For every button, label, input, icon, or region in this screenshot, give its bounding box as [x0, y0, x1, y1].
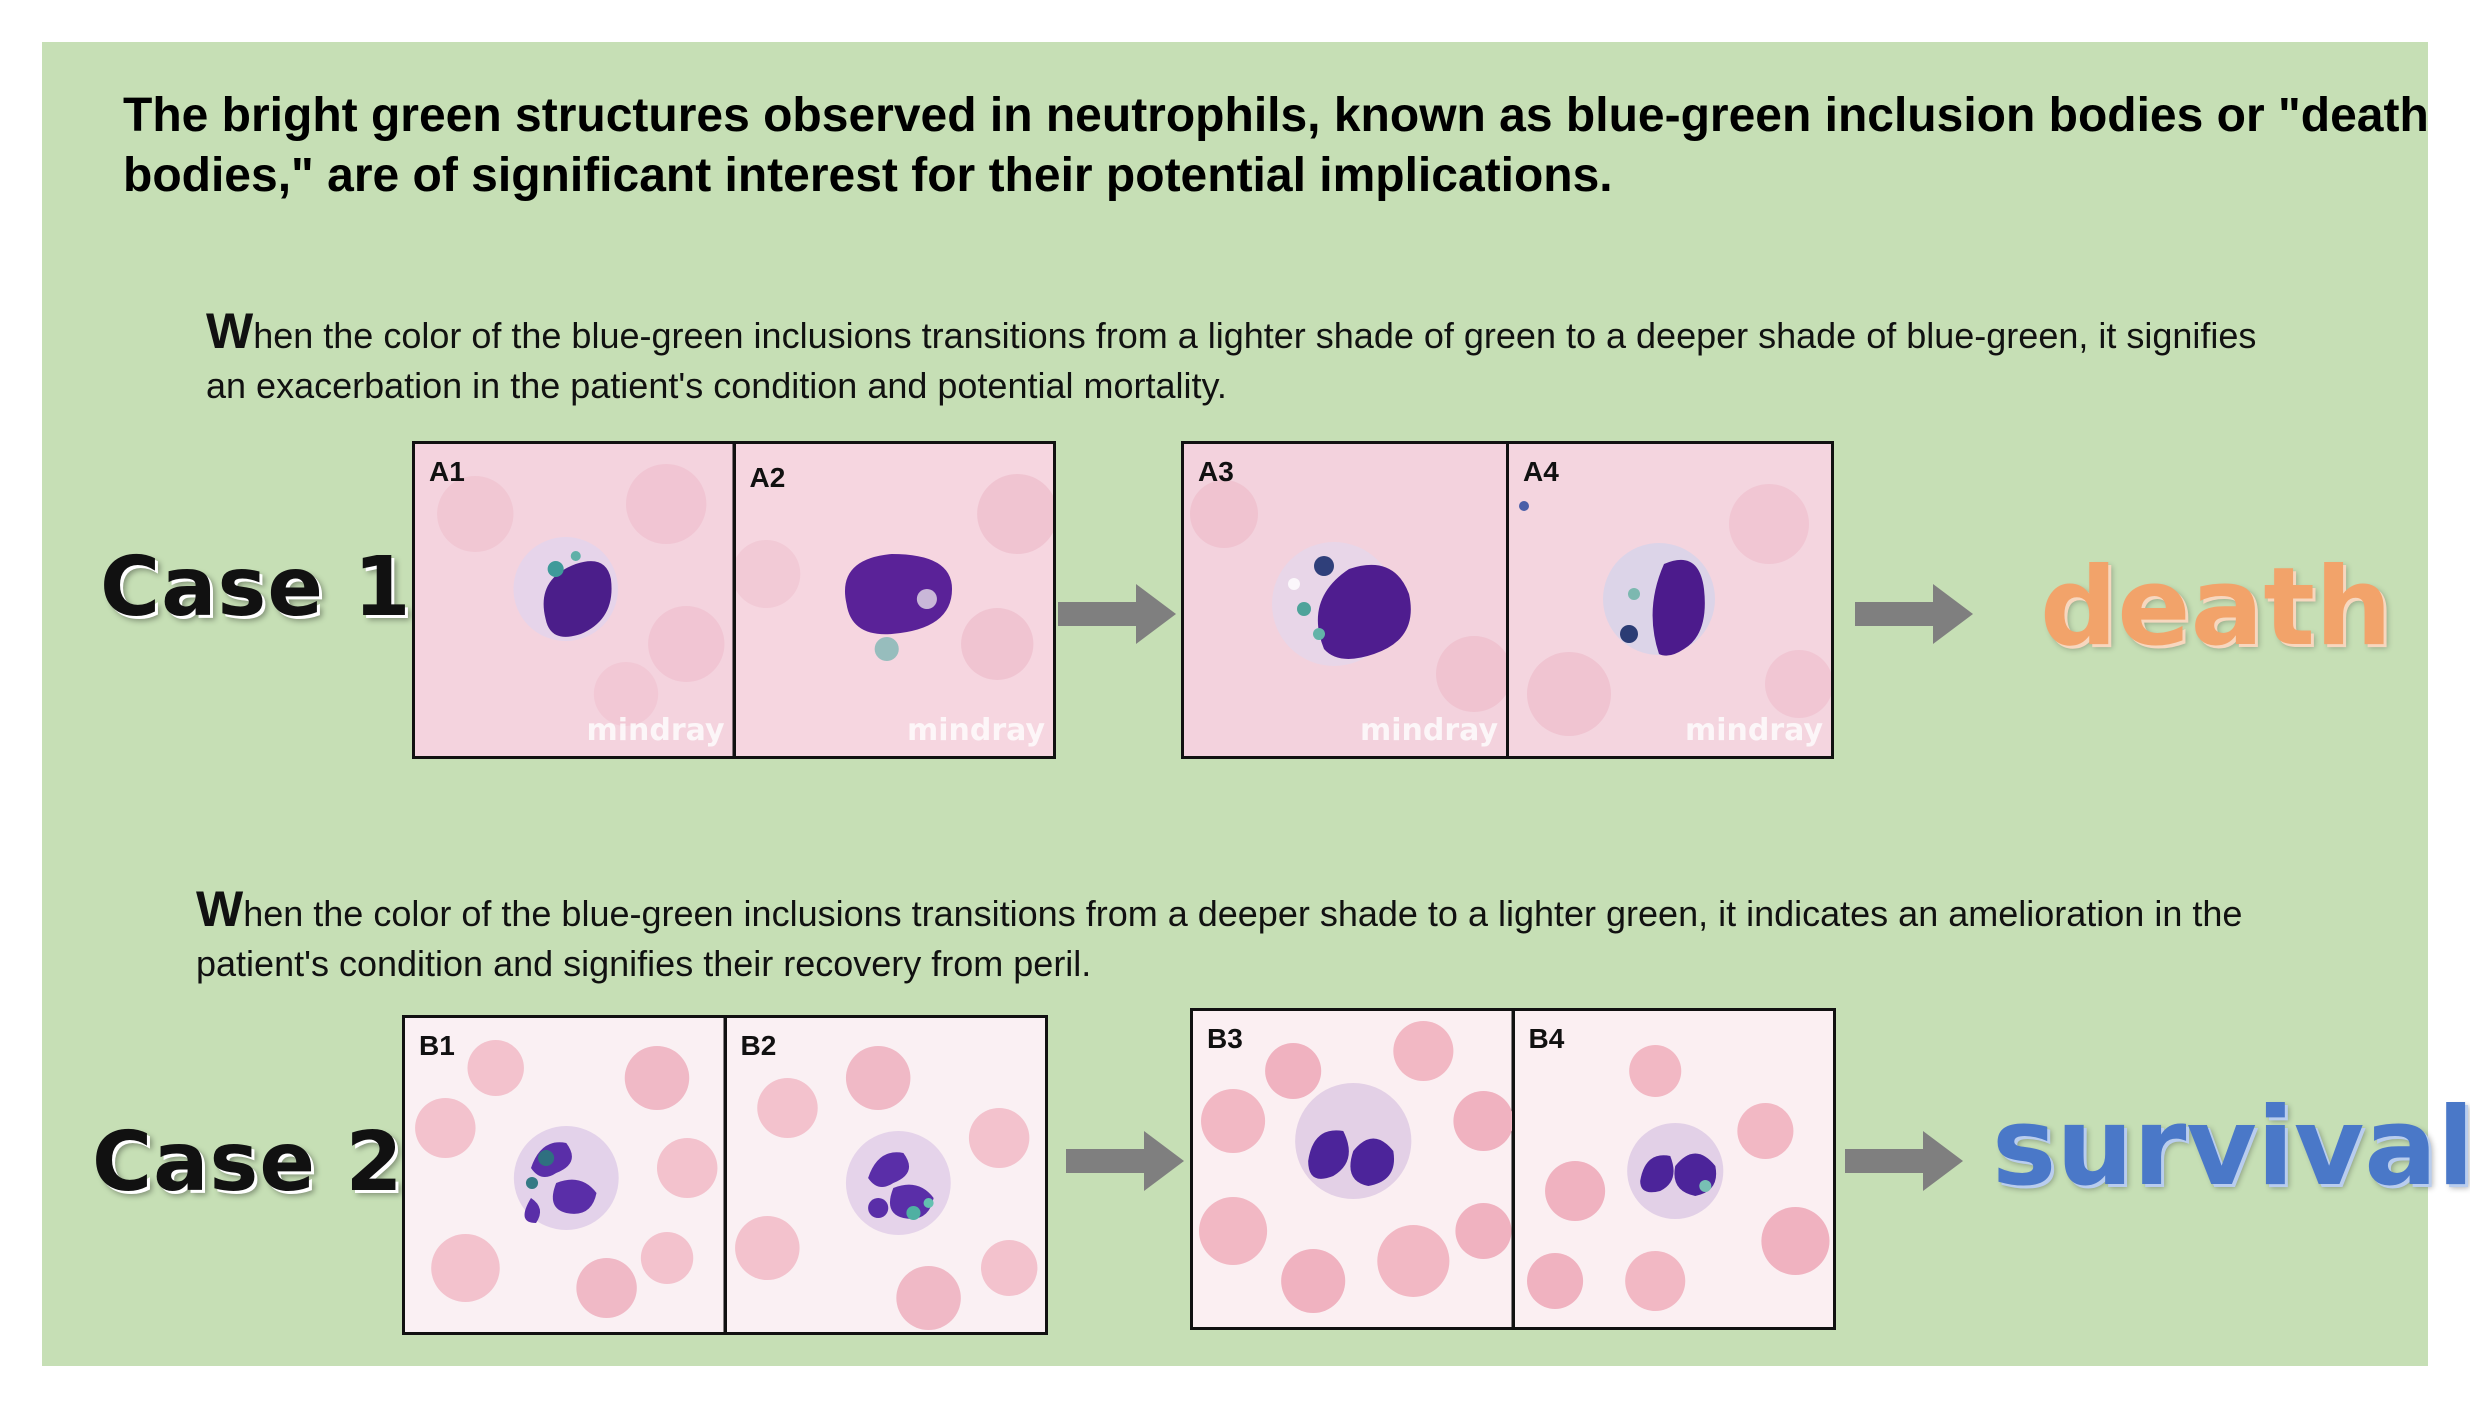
panel-a3: A3 mindray [1184, 444, 1506, 756]
case1-description: When the color of the blue-green inclusi… [206, 306, 2306, 411]
smear-a2-image [735, 444, 1053, 756]
case2-description-initial: W [196, 881, 244, 937]
smear-a3-image [1184, 444, 1506, 756]
panel-a4: A4 mindray [1509, 444, 1831, 756]
case2-outcome: survival [1992, 1085, 2470, 1210]
panel-b2: B2 [726, 1018, 1045, 1332]
case1-image-group-1: A1 mindray A2 mindray [412, 441, 1056, 759]
slide-heading: The bright green structures observed in … [123, 89, 2429, 202]
case1-description-text: hen the color of the blue-green inclusio… [206, 315, 2257, 406]
panel-a2-watermark: mindray [906, 713, 1045, 748]
case1-arrow-2 [1855, 584, 1973, 644]
panel-b4-label: B4 [1528, 1023, 1565, 1054]
panel-b2-label: B2 [740, 1030, 777, 1061]
panel-b1-label: B1 [419, 1030, 455, 1061]
panel-a2: A2 mindray [735, 444, 1053, 756]
smear-a4-image [1509, 444, 1831, 756]
panel-b3-label: B3 [1207, 1023, 1243, 1054]
case2-description: When the color of the blue-green inclusi… [196, 884, 2296, 989]
case1-arrow-1 [1058, 584, 1176, 644]
smear-b1-image [405, 1018, 724, 1332]
smear-a1-image [415, 444, 733, 756]
panel-a3-label: A3 [1198, 456, 1234, 487]
case1-image-group-2: A3 mindray A4 mindray [1181, 441, 1834, 759]
case2-image-group-1: B1 B2 [402, 1015, 1048, 1335]
panel-b4: B4 [1514, 1011, 1833, 1327]
case1-description-initial: W [206, 303, 254, 359]
case2-label: Case 2 [92, 1115, 404, 1210]
case2-image-group-2: B3 B4 [1190, 1008, 1836, 1330]
panel-a3-watermark: mindray [1359, 713, 1498, 748]
case2-arrow-2 [1845, 1131, 1963, 1191]
panel-a1-watermark: mindray [586, 713, 725, 748]
panel-a1-label: A1 [429, 456, 465, 487]
panel-a1: A1 mindray [415, 444, 733, 756]
panel-b1: B1 [405, 1018, 724, 1332]
smear-b3-image [1193, 1011, 1512, 1327]
smear-b4-image [1514, 1011, 1833, 1327]
case2-arrow-1 [1066, 1131, 1184, 1191]
panel-a4-watermark: mindray [1684, 713, 1823, 748]
panel-a2-label: A2 [749, 462, 786, 493]
panel-b3: B3 [1193, 1011, 1512, 1327]
case1-outcome: death [2040, 545, 2392, 670]
case1-label: Case 1 [100, 540, 412, 635]
smear-b2-image [726, 1018, 1045, 1332]
case2-description-text: hen the color of the blue-green inclusio… [196, 893, 2243, 984]
panel-a4-label: A4 [1523, 456, 1559, 487]
